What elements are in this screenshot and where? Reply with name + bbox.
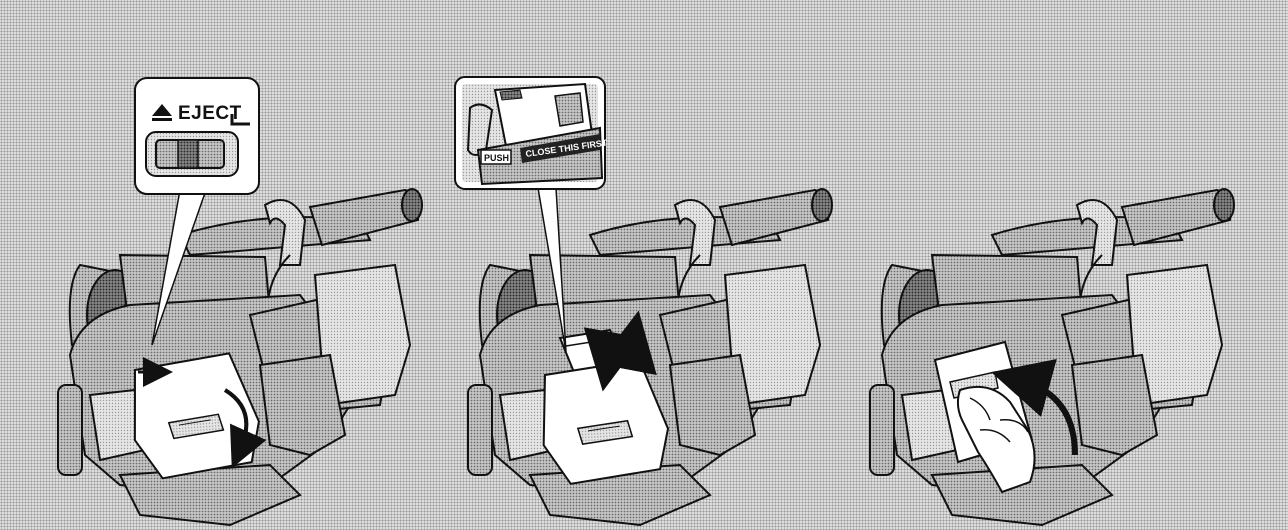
step-2-insert-cassette: CLOSE THIS FIRST PUSH (455, 77, 832, 525)
camcorder-illustration-1 (58, 189, 422, 525)
eject-slide-switch (146, 132, 238, 176)
camcorder-illustration-3 (870, 189, 1234, 525)
push-label: PUSH (484, 153, 509, 163)
cassette-callout: CLOSE THIS FIRST PUSH (455, 77, 608, 189)
step-3-close-cover (870, 189, 1234, 525)
eject-switch-callout: EJECT (135, 78, 259, 194)
camcorder-illustration-2 (468, 189, 832, 525)
step-1-open-cover: EJECT (58, 78, 422, 525)
